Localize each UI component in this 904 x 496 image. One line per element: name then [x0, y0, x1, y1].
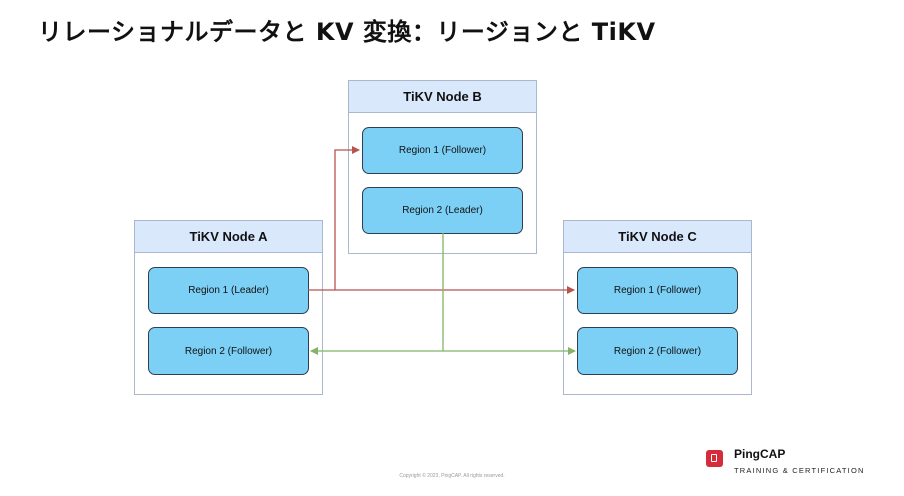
node-c-region-1[interactable]: Region 1 (Follower)	[577, 267, 738, 314]
brand-tagline: TRAINING & CERTIFICATION	[734, 466, 865, 475]
node-c-header: TiKV Node C	[564, 221, 751, 253]
page-title: リレーショナルデータと KV 変換：リージョンと TiKV	[38, 18, 656, 46]
node-b-region-1[interactable]: Region 1 (Follower)	[362, 127, 523, 174]
node-a-header: TiKV Node A	[135, 221, 322, 253]
pingcap-logo-icon	[706, 450, 723, 467]
tikv-node-b: TiKV Node B Region 1 (Follower) Region 2…	[348, 80, 537, 254]
tikv-node-c: TiKV Node C Region 1 (Follower) Region 2…	[563, 220, 752, 395]
brand-name: PingCAP	[734, 447, 786, 461]
region1-link-a-to-b	[334, 146, 360, 290]
copyright-footer: Copyright © 2023, PingCAP. All rights re…	[399, 473, 505, 479]
node-b-region-2[interactable]: Region 2 (Leader)	[362, 187, 523, 234]
node-a-region-1[interactable]: Region 1 (Leader)	[148, 267, 309, 314]
node-c-region-2[interactable]: Region 2 (Follower)	[577, 327, 738, 375]
node-a-region-2[interactable]: Region 2 (Follower)	[148, 327, 309, 375]
tikv-node-a: TiKV Node A Region 1 (Leader) Region 2 (…	[134, 220, 323, 395]
node-b-header: TiKV Node B	[349, 81, 536, 113]
